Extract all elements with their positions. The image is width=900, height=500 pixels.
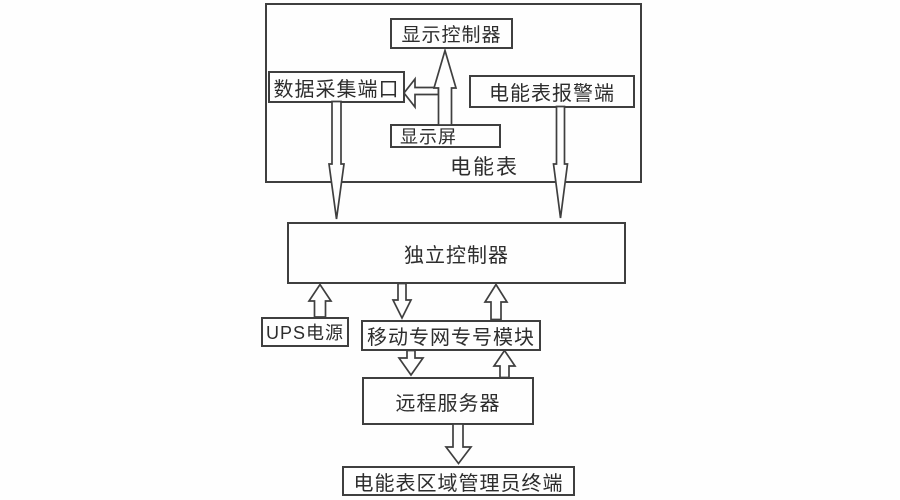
node-admin-terminal: 电能表区域管理员终端: [342, 466, 575, 496]
node-data-collection-port: 数据采集端口: [268, 71, 405, 103]
arrow-ups-to-controller-icon: [307, 282, 333, 318]
node-display-screen: 显示屏: [390, 124, 501, 148]
arrow-module-to-controller-icon: [483, 282, 509, 321]
node-ups-power: UPS电源: [261, 317, 349, 347]
node-remote-server: 远程服务器: [362, 377, 534, 425]
meter-group-label: 电能表: [450, 156, 519, 179]
arrow-module-to-server-icon: [397, 349, 425, 377]
arrow-server-to-terminal-icon: [444, 423, 473, 465]
node-independent-controller: 独立控制器: [287, 222, 626, 284]
node-meter-alarm-terminal: 电能表报警端: [469, 75, 635, 108]
node-mobile-network-module: 移动专网专号模块: [361, 320, 541, 351]
arrow-server-to-module-icon: [492, 348, 517, 379]
arrow-controller-to-module-icon: [391, 282, 413, 320]
node-display-controller: 显示控制器: [390, 18, 513, 49]
meter-group-box: [265, 3, 642, 183]
